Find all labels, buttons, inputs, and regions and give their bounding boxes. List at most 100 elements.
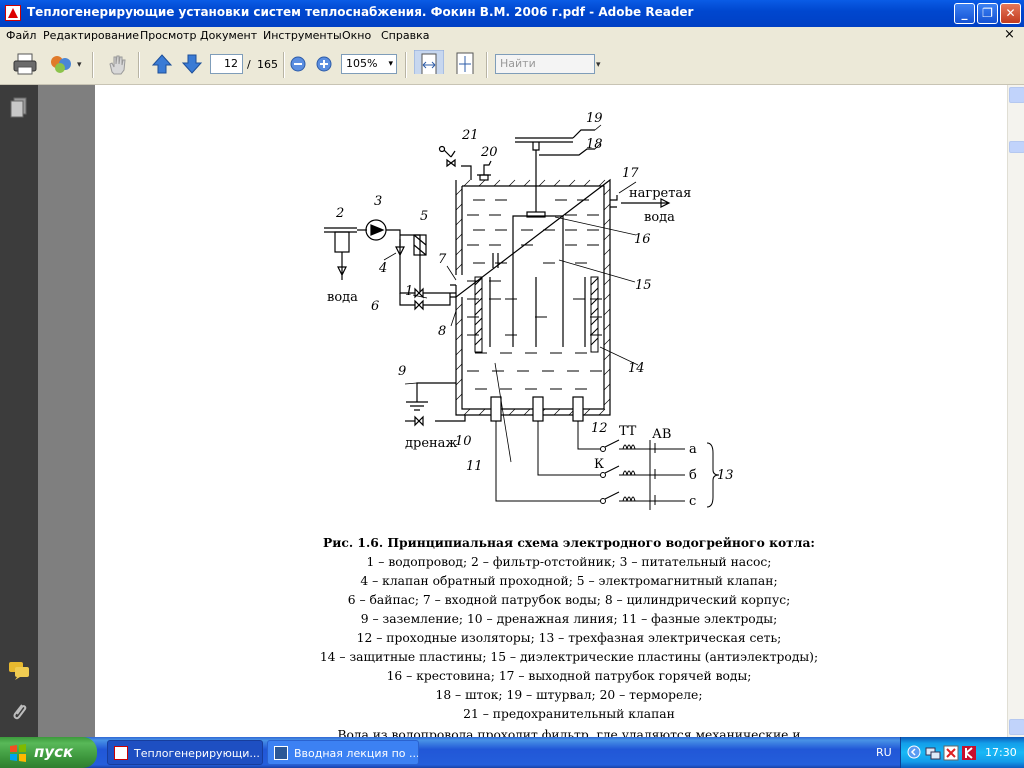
boiler-diagram: 1 2 3 4 5 6 7 8 9 10 11 12 13 14 15 16 1… [324, 111, 734, 510]
toolbar-separator [486, 52, 488, 78]
system-tray: 17:30 [900, 737, 1024, 768]
fit-page-icon[interactable] [451, 50, 479, 74]
label-k: К [594, 457, 604, 472]
menu-bar: Файл Редактирование Просмотр Документ Ин… [0, 27, 1024, 47]
scroll-thumb[interactable] [1009, 141, 1024, 153]
figure-caption-title: Рис. 1.6. Принципиальная схема электродн… [323, 535, 815, 550]
caption-line: 21 – предохранительный клапан [463, 707, 675, 721]
scroll-up-button[interactable] [1009, 87, 1024, 103]
find-dropdown-icon[interactable]: ▾ [596, 60, 601, 70]
pages-icon[interactable] [10, 97, 28, 119]
menu-document[interactable]: Документ [200, 29, 258, 42]
label-8: 8 [438, 324, 446, 339]
zoom-in-icon[interactable] [316, 56, 332, 80]
close-button[interactable]: ✕ [1000, 3, 1021, 24]
label-tt: ТТ [619, 424, 637, 439]
maximize-button[interactable]: ❐ [977, 3, 998, 24]
label-2: 2 [335, 206, 344, 221]
scroll-down-button[interactable] [1009, 719, 1024, 735]
print-icon[interactable] [12, 52, 38, 76]
protective-plates [474, 276, 599, 353]
word-icon [274, 746, 288, 760]
shaft-and-wheel [515, 129, 595, 218]
vessel-walls [455, 178, 611, 416]
pdf-page: 1 2 3 4 5 6 7 8 9 10 11 12 13 14 15 16 1… [95, 85, 1007, 737]
language-indicator[interactable]: RU [876, 746, 892, 759]
attachments-icon[interactable] [10, 701, 28, 723]
fit-width-icon[interactable] [414, 50, 444, 74]
collaborate-dropdown-icon[interactable]: ▾ [77, 60, 82, 70]
menu-edit[interactable]: Редактирование [43, 29, 139, 42]
menu-file[interactable]: Файл [6, 29, 37, 42]
label-6: 6 [371, 299, 379, 314]
find-input[interactable]: Найти [495, 54, 595, 74]
taskbar-item-reader[interactable]: Теплогенерирующи... [107, 740, 263, 765]
thermo-relay [438, 145, 492, 181]
menu-close-icon[interactable]: × [1004, 27, 1015, 42]
menu-window[interactable]: Окно [342, 29, 372, 42]
security-icon[interactable] [943, 745, 959, 761]
page-number-input[interactable]: 12 [210, 54, 243, 74]
window-title: Теплогенерирующие установки систем тепло… [27, 5, 694, 19]
caption-line: 9 – заземление; 10 – дренажная линия; 11… [360, 612, 778, 626]
label-voda-in: вода [327, 290, 358, 305]
label-14: 14 [628, 361, 645, 376]
tray-expand-icon[interactable] [907, 745, 921, 759]
start-label: пуск [34, 743, 74, 761]
network-icon[interactable] [925, 745, 941, 761]
collaborate-icon[interactable] [48, 52, 74, 76]
hand-tool-icon[interactable] [104, 52, 130, 76]
outlet-and-drain [405, 195, 671, 427]
label-12: 12 [591, 421, 608, 436]
comments-icon[interactable] [8, 661, 30, 681]
label-17: 17 [622, 166, 639, 181]
document-area: 1 2 3 4 5 6 7 8 9 10 11 12 13 14 15 16 1… [38, 85, 1007, 737]
caption-line: 18 – шток; 19 – штурвал; 20 – термореле; [435, 688, 703, 702]
body-text: Вода из водопровода проходит фильтр, где… [337, 728, 801, 737]
label-hot-water-1: нагретая [629, 186, 691, 201]
toolbar-separator [283, 52, 285, 78]
label-15: 15 [635, 278, 652, 293]
caption-line: 4 – клапан обратный проходной; 5 – элект… [360, 574, 778, 588]
menu-help[interactable]: Справка [381, 29, 430, 42]
page-separator: / [247, 58, 251, 71]
taskbar-item-label: Вводная лекция по ... [294, 747, 419, 760]
label-drain: дренаж [405, 436, 457, 451]
page-count: 165 [257, 58, 278, 71]
previous-page-icon[interactable] [150, 52, 174, 76]
vertical-scrollbar[interactable] [1007, 85, 1024, 737]
next-page-icon[interactable] [180, 52, 204, 76]
label-phase-b: б [689, 468, 697, 483]
toolbar-separator [138, 52, 140, 78]
taskbar-item-word[interactable]: Вводная лекция по ... [267, 740, 419, 765]
inlet-piping [324, 219, 457, 311]
toolbar: ▾ 12 / 165 105% ▾ Найти ▾ [0, 46, 1024, 85]
zoom-select[interactable]: 105% ▾ [341, 54, 397, 74]
clock: 17:30 [985, 746, 1017, 759]
caption-line: 14 – защитные пластины; 15 – диэлектриче… [319, 650, 819, 664]
diagram-words: вода нагретая вода дренаж ТТ АВ К а б с [327, 186, 697, 509]
label-10: 10 [455, 434, 472, 449]
label-21: 21 [461, 128, 479, 143]
label-av: АВ [652, 427, 671, 442]
minimize-button[interactable]: _ [954, 3, 975, 24]
label-9: 9 [398, 364, 406, 379]
label-19: 19 [586, 111, 603, 126]
caption-line: 16 – крестовина; 17 – выходной патрубок … [386, 669, 752, 683]
start-button[interactable]: пуск [0, 737, 97, 768]
antivirus-icon[interactable] [961, 745, 977, 761]
label-3: 3 [374, 194, 382, 209]
menu-tools[interactable]: Инструменты [263, 29, 342, 42]
caption-line: 12 – проходные изоляторы; 13 – трехфазна… [356, 631, 782, 645]
label-hot-water-2: вода [644, 210, 675, 225]
toolbar-separator [92, 52, 94, 78]
label-5: 5 [420, 209, 428, 224]
label-18: 18 [586, 137, 603, 152]
menu-view[interactable]: Просмотр [140, 29, 197, 42]
caption-line: 6 – байпас; 7 – входной патрубок воды; 8… [347, 593, 791, 607]
adobe-reader-icon [5, 5, 21, 21]
phase-wiring [495, 421, 720, 510]
label-16: 16 [634, 232, 651, 247]
zoom-dropdown-icon[interactable]: ▾ [388, 59, 393, 69]
zoom-out-icon[interactable] [290, 56, 306, 80]
